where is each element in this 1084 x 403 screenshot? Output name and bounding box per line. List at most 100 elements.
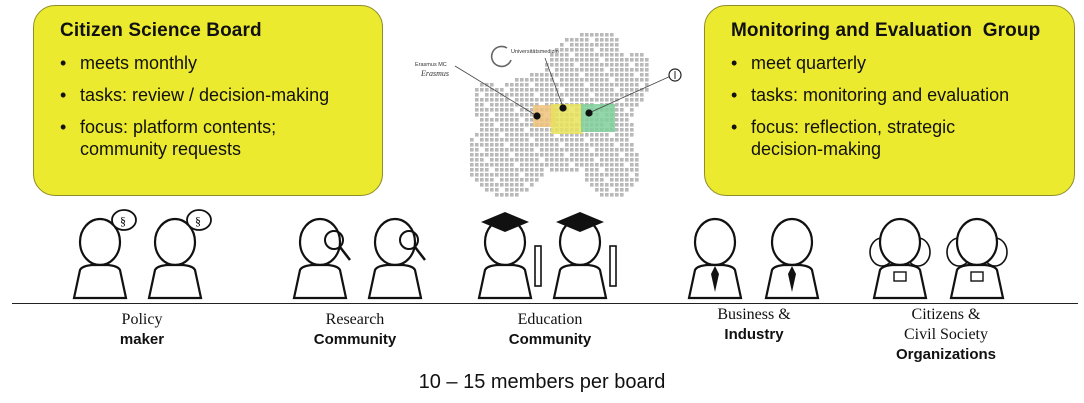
map-dot	[485, 163, 489, 167]
map-dot	[590, 163, 594, 167]
map-dot	[580, 58, 584, 62]
map-dot	[565, 143, 569, 147]
seal-logo	[668, 68, 682, 82]
map-dot	[605, 188, 609, 192]
map-dot	[565, 133, 569, 137]
map-dot	[600, 188, 604, 192]
map-dot	[585, 143, 589, 147]
map-dot	[615, 193, 619, 197]
map-dot	[570, 38, 574, 42]
map-dot	[630, 83, 634, 87]
map-dot	[490, 108, 494, 112]
map-dot	[555, 158, 559, 162]
map-dot	[580, 53, 584, 57]
map-dot	[565, 93, 569, 97]
map-dot	[520, 133, 524, 137]
map-dot	[595, 68, 599, 72]
map-dot	[610, 173, 614, 177]
ground-line	[12, 303, 1078, 304]
map-dot	[570, 83, 574, 87]
map-dot	[480, 113, 484, 117]
map-dot	[550, 88, 554, 92]
map-dot	[635, 163, 639, 167]
map-dot	[595, 178, 599, 182]
map-dot	[595, 93, 599, 97]
map-dot	[495, 183, 499, 187]
map-dot	[530, 158, 534, 162]
map-dot	[560, 58, 564, 62]
map-dot	[480, 88, 484, 92]
erasmus-mc-logo: Erasmus MC Erasmus	[415, 62, 449, 78]
map-dot	[525, 93, 529, 97]
bullet-text-line2: decision-making	[751, 139, 882, 159]
map-dot	[610, 43, 614, 47]
map-dot	[510, 188, 514, 192]
board-title: Citizen Science Board	[60, 20, 262, 41]
map-dot	[565, 78, 569, 82]
map-dot	[520, 78, 524, 82]
map-dot	[565, 88, 569, 92]
caption-line: Research	[325, 311, 385, 328]
map-dot	[530, 173, 534, 177]
map-dot	[540, 133, 544, 137]
map-dot	[595, 188, 599, 192]
map-dot	[550, 133, 554, 137]
map-dot	[505, 103, 509, 107]
map-dot	[525, 103, 529, 107]
person-figure	[946, 217, 1008, 300]
map-dot	[510, 113, 514, 117]
map-dot	[530, 143, 534, 147]
map-dot	[550, 148, 554, 152]
map-dot	[630, 98, 634, 102]
map-dot	[540, 88, 544, 92]
map-dot	[640, 78, 644, 82]
map-dot	[620, 73, 624, 77]
map-dot	[615, 78, 619, 82]
map-dot	[595, 143, 599, 147]
map-dot	[515, 178, 519, 182]
map-dot	[560, 73, 564, 77]
map-dot	[600, 83, 604, 87]
map-dot	[485, 173, 489, 177]
map-dot	[635, 88, 639, 92]
map-dot	[535, 178, 539, 182]
map-dot	[625, 88, 629, 92]
map-dot	[520, 83, 524, 87]
map-dot	[635, 63, 639, 67]
map-dot	[585, 53, 589, 57]
map-dot	[550, 153, 554, 157]
map-dot	[500, 88, 504, 92]
map-dot	[580, 48, 584, 52]
map-dot	[630, 158, 634, 162]
map-dot	[590, 178, 594, 182]
map-dot	[525, 178, 529, 182]
map-dot	[640, 68, 644, 72]
map-dot	[615, 123, 619, 127]
map-dot	[575, 98, 579, 102]
map-dot	[625, 178, 629, 182]
map-dot	[505, 193, 509, 197]
map-dot	[605, 193, 609, 197]
map-dot	[570, 63, 574, 67]
map-dot	[615, 48, 619, 52]
map-dot	[485, 148, 489, 152]
map-dot	[570, 153, 574, 157]
map-dot	[610, 183, 614, 187]
person-figure	[292, 217, 351, 300]
map-dot	[615, 68, 619, 72]
map-dot	[630, 88, 634, 92]
map-dot	[590, 153, 594, 157]
person-figure	[687, 217, 743, 300]
map-dot	[625, 168, 629, 172]
caption-research: Research Community	[265, 310, 445, 350]
map-dot	[500, 193, 504, 197]
map-dot	[495, 173, 499, 177]
map-dot	[565, 148, 569, 152]
map-dot	[605, 173, 609, 177]
map-dot	[625, 183, 629, 187]
map-dot	[610, 63, 614, 67]
map-dot	[480, 108, 484, 112]
map-dot	[530, 118, 534, 122]
map-dot	[535, 143, 539, 147]
bullet-text: focus: platform contents;	[80, 117, 277, 137]
